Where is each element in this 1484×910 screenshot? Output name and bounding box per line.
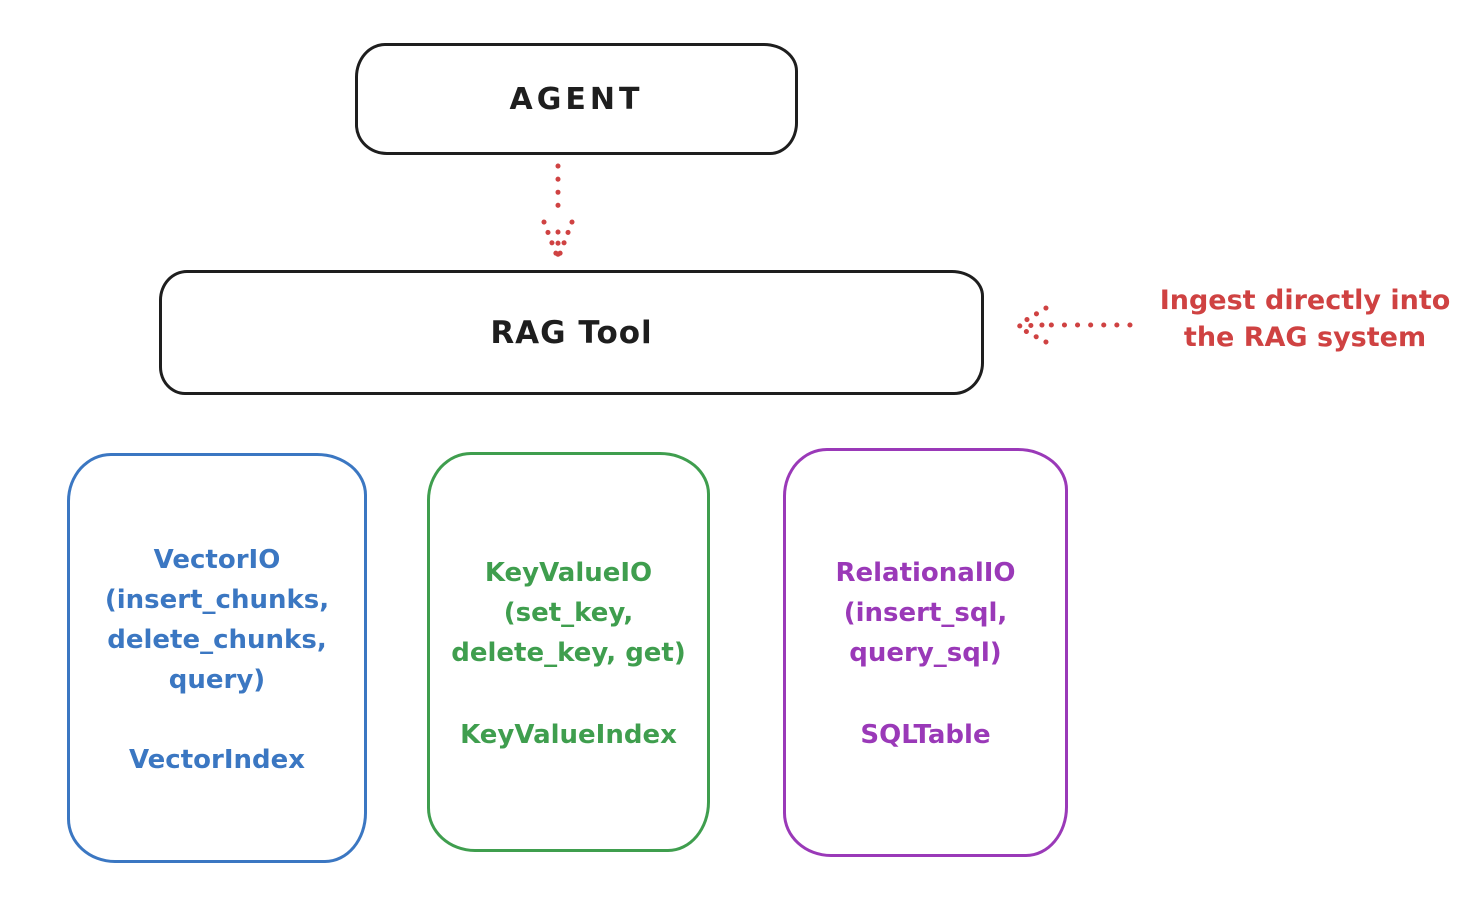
ingest-annotation: Ingest directly into the RAG system xyxy=(1135,282,1475,356)
ingest-annotation-line2: the RAG system xyxy=(1183,322,1427,353)
vector-io-line: query) xyxy=(168,665,266,695)
ingest-annotation-arrow-icon xyxy=(1015,305,1133,345)
rag-tool-box: RAG Tool xyxy=(159,270,984,395)
ingest-annotation-line1: Ingest directly into xyxy=(1159,285,1451,316)
keyvalue-io-line: (set_key, xyxy=(503,598,634,628)
keyvalue-io-line: delete_key, get) xyxy=(451,638,686,668)
relational-io-line: RelationalIO xyxy=(835,558,1016,588)
relational-io-line: query_sql) xyxy=(849,638,1002,668)
rag-tool-label: RAG Tool xyxy=(490,314,653,351)
sql-table-label: SQLTable xyxy=(860,720,991,750)
keyvalue-io-line: KeyValueIO xyxy=(484,558,653,588)
backend-box-vector-io: VectorIO (insert_chunks, delete_chunks, … xyxy=(67,453,367,863)
agent-box: AGENT xyxy=(355,43,798,155)
vector-io-line: VectorIO xyxy=(153,545,281,575)
vector-io-line: (insert_chunks, xyxy=(104,585,330,615)
backend-box-keyvalue-io: KeyValueIO (set_key, delete_key, get) Ke… xyxy=(427,452,710,852)
keyvalue-index-label: KeyValueIndex xyxy=(460,720,677,750)
vector-index-label: VectorIndex xyxy=(128,745,306,775)
agent-to-ragtool-arrow-icon xyxy=(541,163,575,261)
relational-io-line: (insert_sql, xyxy=(843,598,1008,628)
backend-box-relational-io: RelationalIO (insert_sql, query_sql) SQL… xyxy=(783,448,1068,857)
vector-io-line: delete_chunks, xyxy=(107,625,327,655)
agent-label: AGENT xyxy=(509,81,644,117)
